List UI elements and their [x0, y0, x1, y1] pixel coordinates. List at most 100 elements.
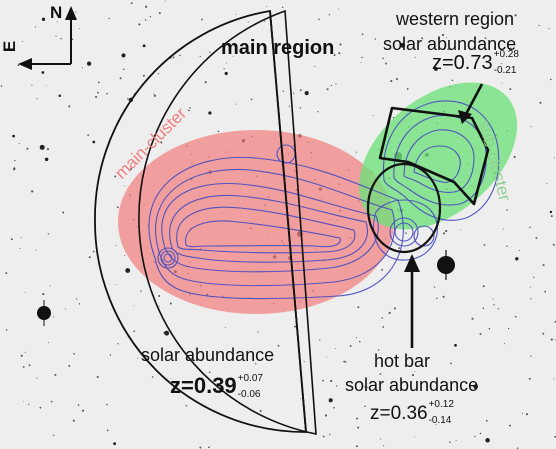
star: [455, 439, 457, 441]
star: [326, 356, 328, 358]
star: [514, 315, 517, 318]
star: [81, 409, 85, 412]
star: [255, 363, 257, 365]
star: [125, 268, 131, 273]
compass-north-label: N: [50, 3, 63, 22]
star: [530, 125, 532, 127]
star: [47, 342, 49, 344]
western-region-title: western region: [396, 9, 515, 29]
star: [549, 210, 553, 214]
star: [406, 88, 409, 90]
star: [23, 400, 24, 402]
star: [548, 28, 550, 30]
star: [343, 360, 346, 363]
star: [383, 445, 385, 447]
star: [357, 426, 360, 429]
star: [62, 211, 65, 214]
star: [266, 5, 267, 7]
star: [542, 332, 545, 335]
star: [304, 91, 309, 96]
star: [380, 438, 382, 440]
star: [257, 331, 259, 333]
star: [546, 183, 548, 185]
star: [535, 236, 538, 239]
star: [378, 349, 380, 351]
star: [372, 115, 374, 117]
star: [300, 398, 302, 400]
star: [50, 400, 53, 403]
star: [506, 14, 508, 16]
star: [355, 151, 357, 153]
star: [188, 109, 190, 112]
star: [264, 20, 266, 22]
star: [328, 14, 330, 16]
star: [17, 64, 20, 67]
star: [35, 249, 37, 251]
star: [314, 65, 316, 67]
star: [433, 66, 438, 71]
star: [208, 111, 212, 115]
star: [77, 404, 80, 406]
star: [158, 295, 161, 297]
star: [530, 355, 532, 357]
star: [26, 147, 29, 150]
star: [97, 91, 99, 94]
star: [144, 19, 147, 21]
star: [217, 130, 220, 133]
star: [71, 38, 74, 41]
star: [54, 373, 57, 376]
star: [471, 317, 474, 320]
star: [538, 24, 540, 27]
star: [5, 329, 8, 331]
main-region-z-lower: -0.06: [237, 388, 261, 400]
star: [282, 90, 284, 93]
star: [142, 44, 146, 48]
star: [72, 419, 75, 422]
star: [318, 18, 320, 21]
star: [474, 435, 476, 438]
star: [232, 55, 234, 57]
star: [169, 302, 172, 305]
star: [235, 103, 237, 105]
star: [119, 77, 122, 80]
star: [204, 81, 207, 84]
western-region-z-lower: -0.21: [493, 65, 517, 76]
star: [381, 268, 383, 271]
star: [479, 333, 482, 336]
star: [24, 291, 26, 293]
star: [106, 429, 109, 432]
star: [158, 305, 160, 307]
star: [78, 303, 81, 305]
star: [388, 311, 391, 314]
star: [122, 68, 125, 71]
star: [209, 51, 211, 54]
star: [315, 48, 317, 50]
star: [109, 354, 112, 356]
star: [160, 141, 163, 144]
star: [115, 284, 117, 286]
star: [435, 423, 437, 426]
star: [460, 229, 462, 231]
star: [179, 54, 181, 57]
star: [330, 380, 333, 383]
star: [138, 23, 141, 26]
star: [529, 226, 531, 229]
star: [20, 237, 22, 239]
star: [473, 384, 479, 390]
star: [497, 308, 500, 310]
star: [31, 190, 34, 193]
star: [277, 344, 280, 347]
star: [58, 94, 62, 98]
star: [513, 155, 516, 159]
star: [294, 325, 296, 328]
star: [53, 316, 55, 318]
star: [414, 436, 416, 438]
star: [172, 56, 175, 59]
star: [75, 11, 77, 13]
star: [509, 47, 512, 50]
main-region-title: main region: [221, 37, 335, 59]
star: [324, 414, 328, 417]
star: [446, 37, 448, 39]
x-ray-contours: [148, 100, 500, 300]
